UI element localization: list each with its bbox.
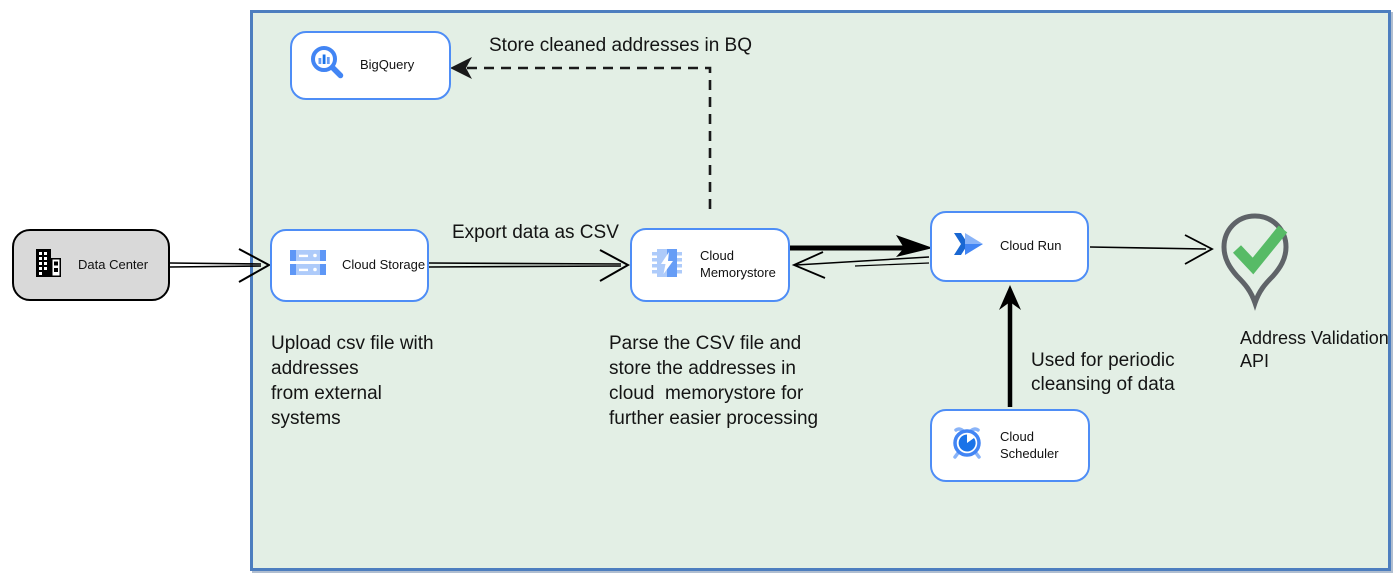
annotation-export-csv: Export data as CSV	[452, 222, 619, 243]
node-label: Cloud Run	[1000, 238, 1062, 254]
arrow-cloudrun-to-addressapi	[1089, 234, 1214, 265]
arrow-memorystore-to-bigquery-dashed	[450, 57, 712, 209]
cloud-run-icon	[948, 225, 986, 268]
location-pin-check-icon[interactable]	[1221, 213, 1289, 311]
bigquery-magnifier-icon	[308, 44, 346, 87]
node-cloud-storage[interactable]: Cloud Storage	[270, 229, 429, 302]
annotation-parse-csv: Parse the CSV file and store the address…	[609, 333, 819, 429]
arrow-datacenter-to-storage	[169, 248, 272, 283]
annotation-periodic-cleansing: Used for periodic cleansing of data	[1031, 350, 1175, 395]
arrow-memorystore-to-cloudrun	[790, 235, 933, 257]
node-bigquery[interactable]: BigQuery	[290, 31, 451, 100]
node-label: Cloud Memorystore	[700, 248, 776, 280]
memorystore-chip-icon	[648, 244, 686, 287]
node-label: Cloud Storage	[342, 257, 426, 273]
building-icon	[30, 246, 64, 285]
node-label: BigQuery	[360, 57, 415, 73]
annotation-store-cleaned-bq: Store cleaned addresses in BQ	[489, 35, 752, 56]
storage-buckets-icon	[288, 246, 328, 285]
node-cloud-run[interactable]: Cloud Run	[930, 211, 1089, 282]
arrow-cloudrun-to-memorystore	[791, 251, 930, 279]
scheduler-alarm-icon	[948, 424, 986, 467]
node-label: Data Center	[78, 256, 149, 272]
annotation-upload-csv: Upload csv file with addresses from exte…	[271, 333, 434, 429]
label-address-validation-api: Address Validation API	[1240, 328, 1389, 371]
node-cloud-memorystore[interactable]: Cloud Memorystore	[630, 228, 790, 302]
node-data-center[interactable]: Data Center	[12, 229, 170, 301]
system-boundary-zone	[250, 10, 1391, 571]
arrow-storage-to-memorystore	[428, 249, 631, 282]
arrow-scheduler-to-cloudrun	[999, 285, 1021, 407]
node-label: Cloud Scheduler	[1000, 428, 1059, 461]
node-cloud-scheduler[interactable]: Cloud Scheduler	[930, 409, 1090, 482]
